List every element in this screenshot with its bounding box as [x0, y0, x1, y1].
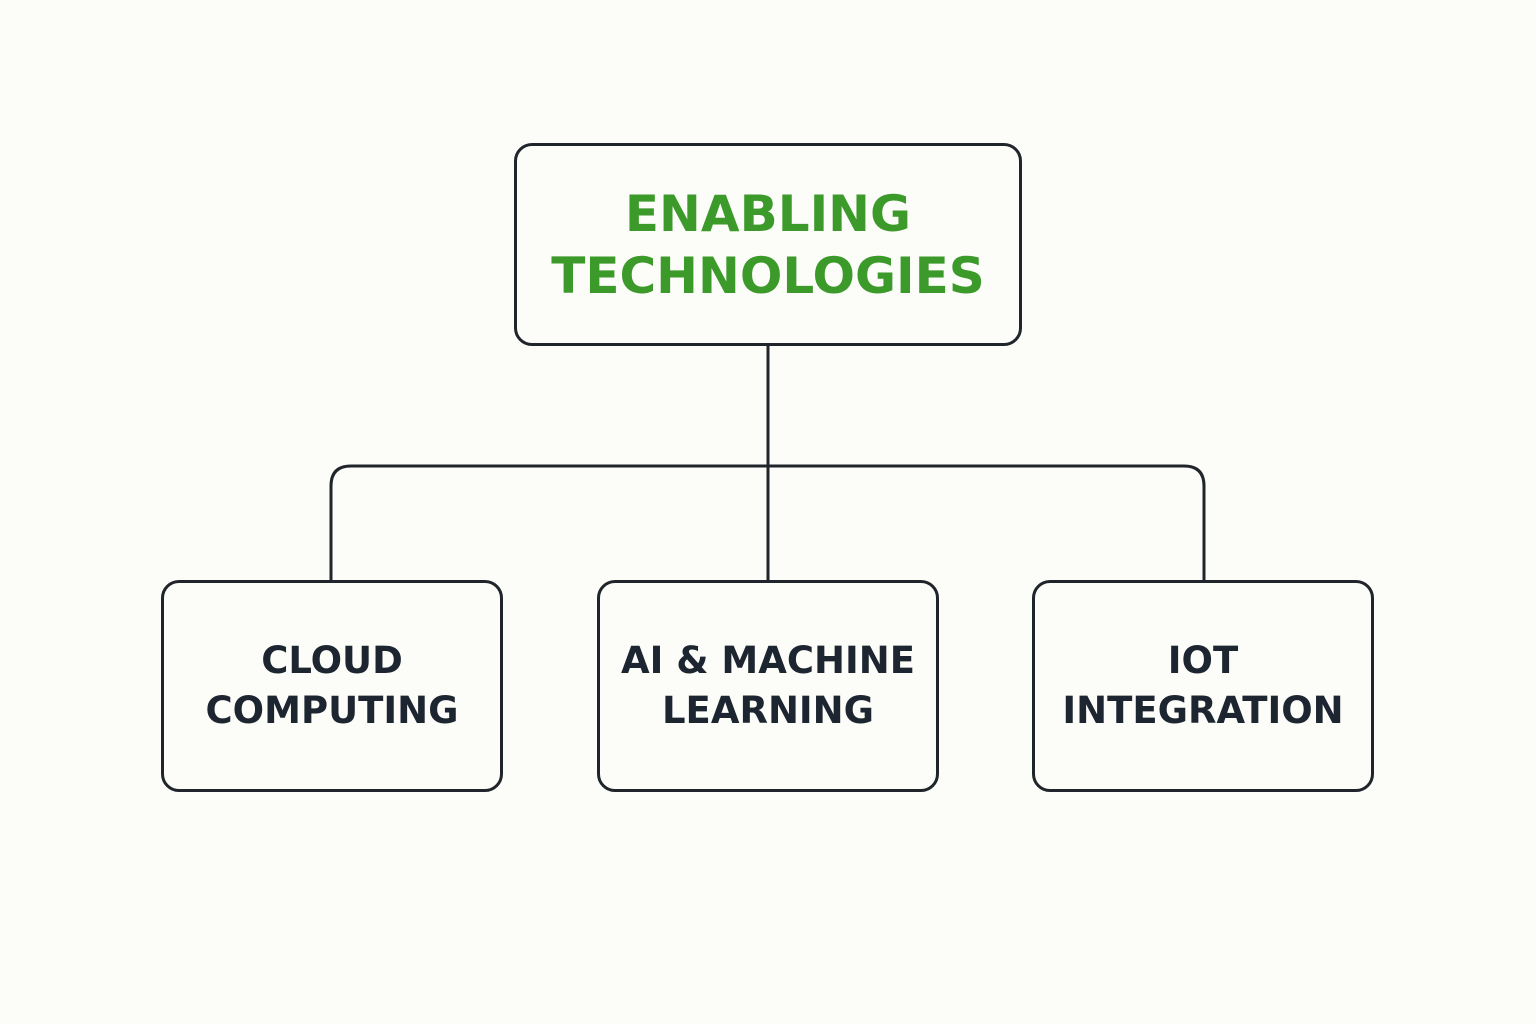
child-node-label-line-1: AI & MACHINE: [620, 639, 915, 682]
child-node-label-line-2: INTEGRATION: [1062, 689, 1344, 732]
child-node-label-line-1: CLOUD: [261, 639, 403, 682]
child-node-ai-machine-learning: AI & MACHINE LEARNING: [597, 580, 939, 792]
child-node-label-line-2: COMPUTING: [205, 689, 459, 732]
child-node-cloud-computing: CLOUD COMPUTING: [161, 580, 503, 792]
child-node-label-line-2: LEARNING: [661, 689, 875, 732]
root-node-label-line-2: TECHNOLOGIES: [551, 246, 985, 305]
child-node-iot-integration: IOT INTEGRATION: [1032, 580, 1374, 792]
root-node-label-line-1: ENABLING: [624, 184, 912, 243]
root-node-enabling-technologies: ENABLING TECHNOLOGIES: [514, 143, 1022, 346]
child-node-label-line-1: IOT: [1167, 639, 1239, 682]
